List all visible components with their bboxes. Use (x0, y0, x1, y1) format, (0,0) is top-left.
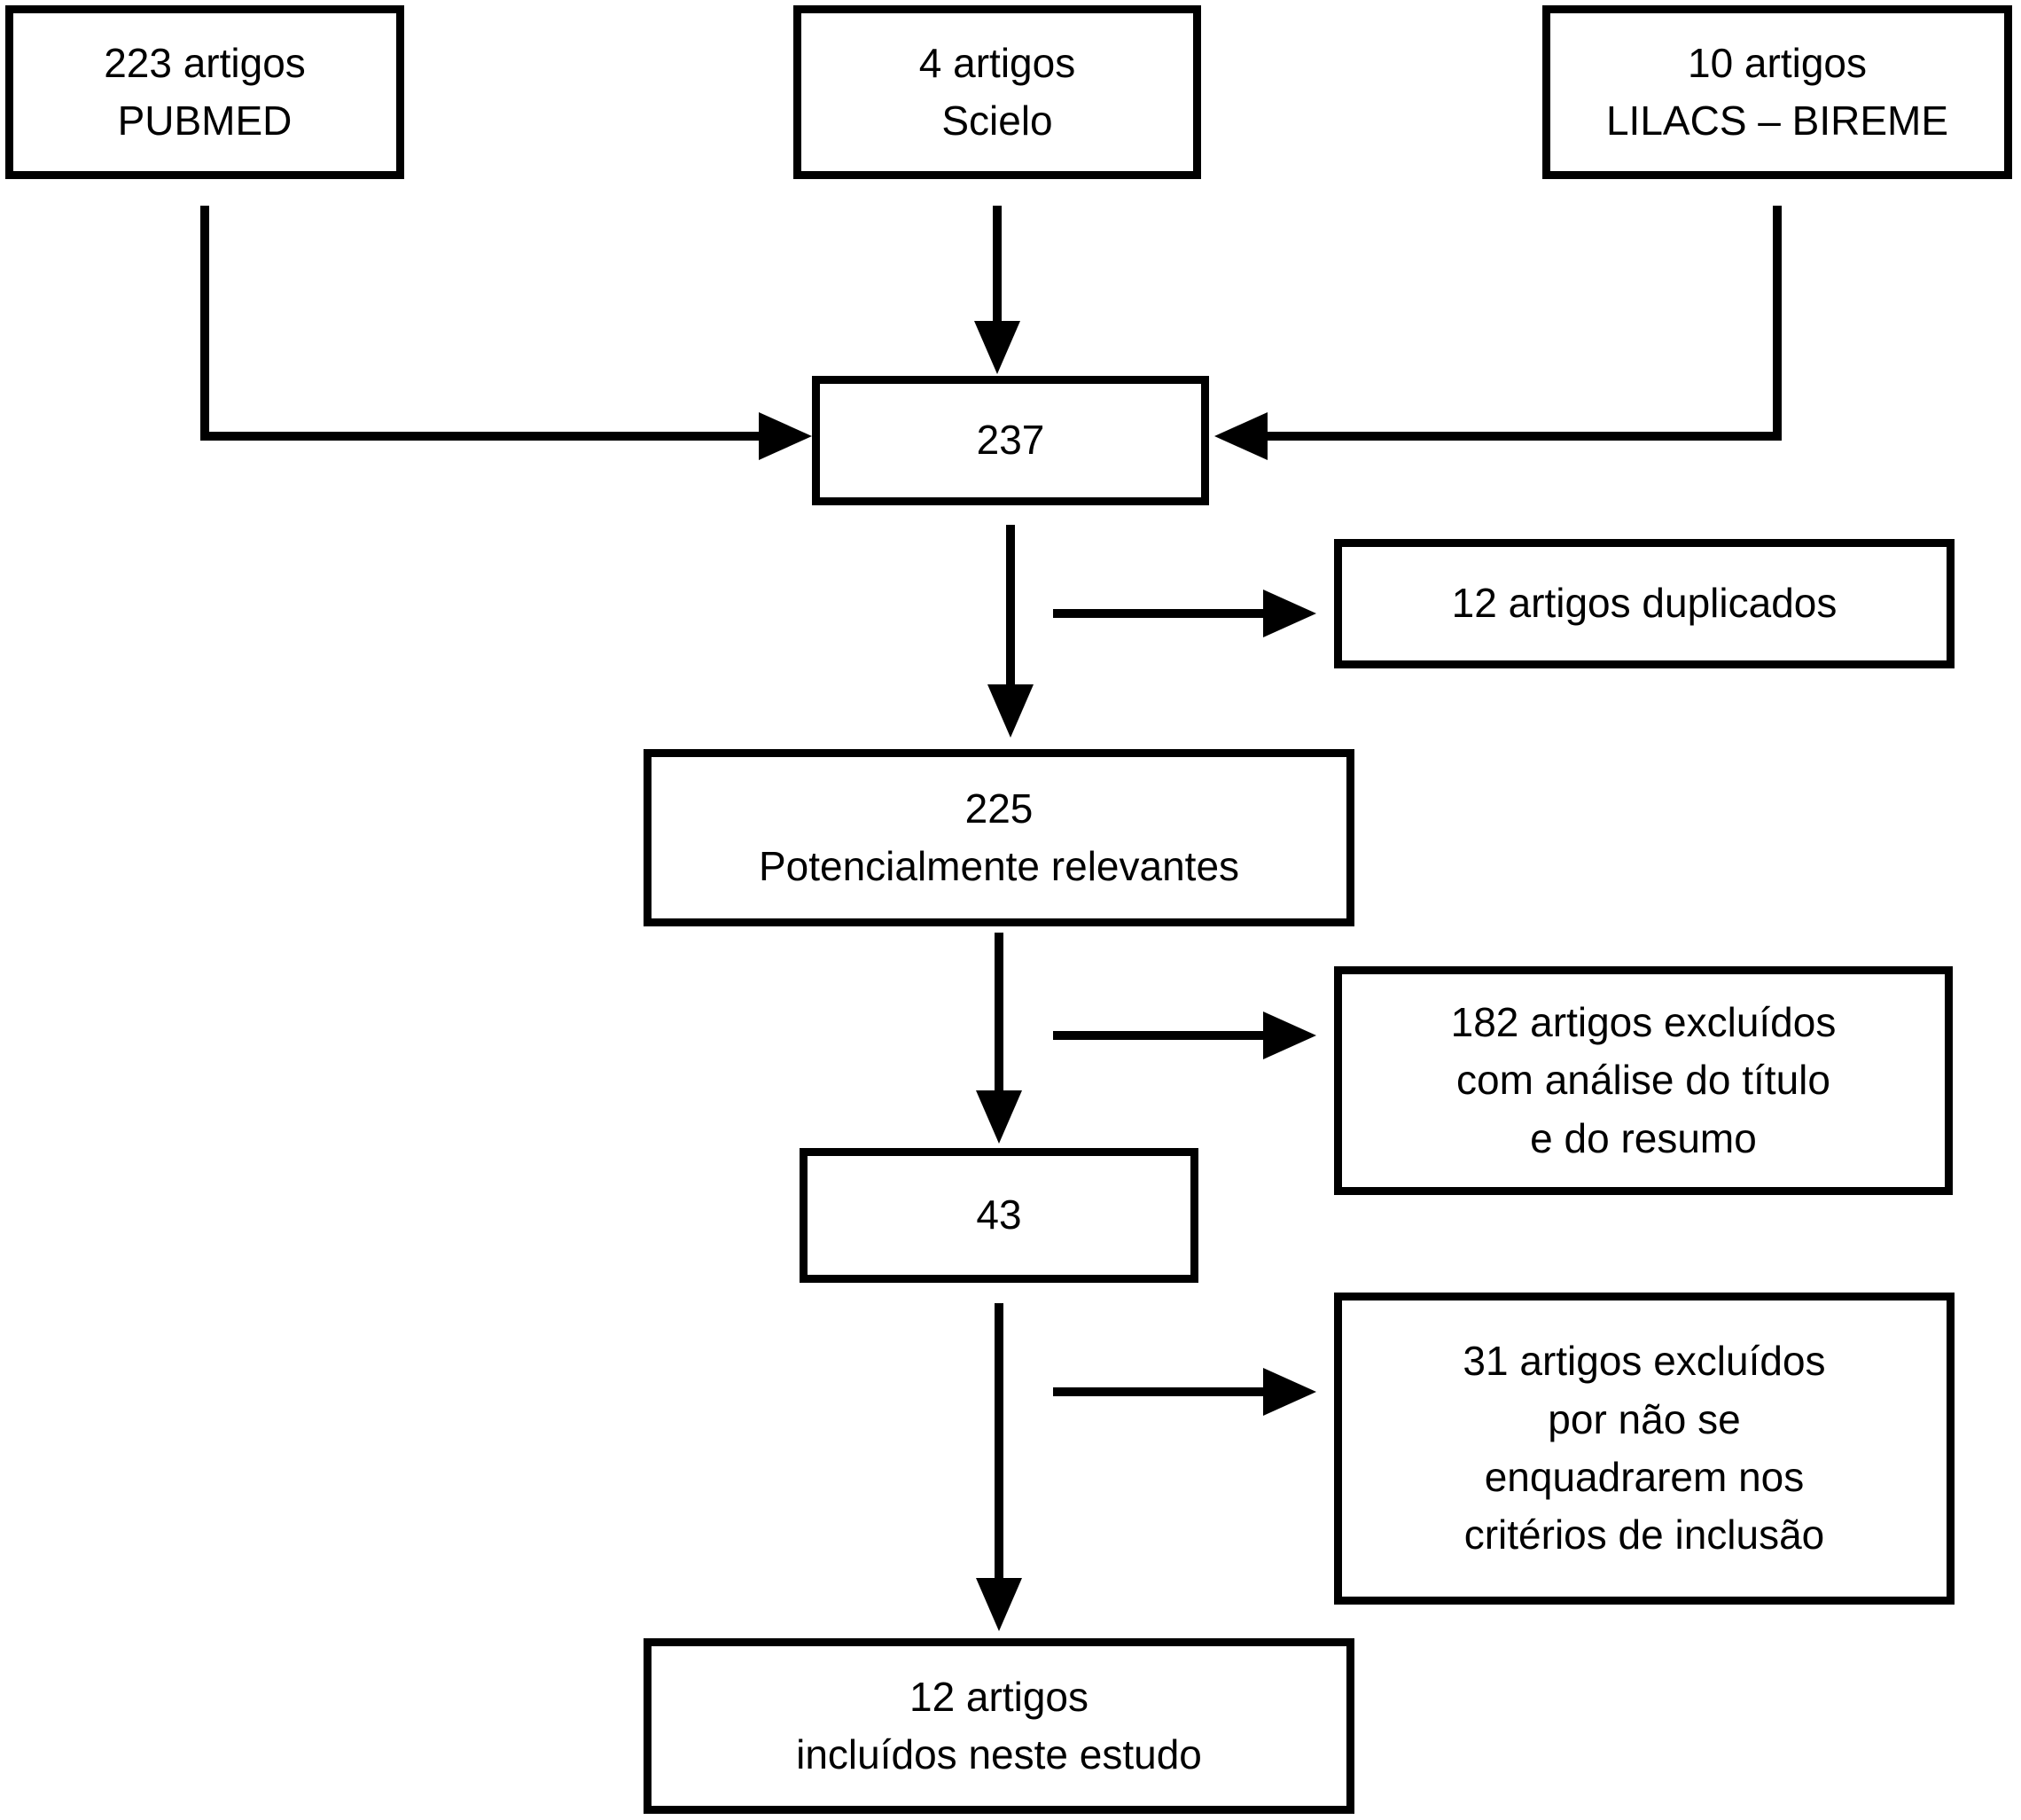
arrowhead-screened-to-excluded31-icon (1263, 1368, 1316, 1416)
arrowhead-relevant-to-screened-icon (976, 1090, 1022, 1144)
node-included: 12 artigos incluídos neste estudo (644, 1638, 1354, 1814)
arrowhead-total-to-relevant-icon (987, 684, 1034, 738)
arrowhead-relevant-to-excluded182-icon (1263, 1012, 1316, 1059)
arrow-lilacs-to-total-vertical (1773, 206, 1782, 441)
arrowhead-total-to-duplicates-icon (1263, 590, 1316, 637)
arrow-total-to-relevant-vertical (1006, 525, 1015, 686)
arrow-screened-to-included-vertical (995, 1303, 1003, 1580)
arrow-scielo-to-total-vertical (993, 206, 1002, 323)
node-excluded-title-abstract: 182 artigos excluídos com análise do tít… (1334, 966, 1953, 1195)
arrow-pubmed-to-total-horizontal (200, 432, 759, 441)
arrow-relevant-to-excluded182-horizontal (1053, 1031, 1263, 1040)
arrow-pubmed-to-total-vertical (200, 206, 209, 441)
node-total: 237 (812, 376, 1209, 505)
node-pubmed: 223 artigos PUBMED (5, 5, 404, 179)
node-relevant: 225 Potencialmente relevantes (644, 749, 1354, 926)
arrow-screened-to-excluded31-horizontal (1053, 1387, 1263, 1396)
arrowhead-scielo-to-total-icon (974, 321, 1020, 374)
arrow-total-to-duplicates-horizontal (1053, 609, 1263, 618)
node-excluded-criteria: 31 artigos excluídos por não se enquadra… (1334, 1293, 1955, 1605)
arrow-relevant-to-screened-vertical (995, 933, 1003, 1092)
arrowhead-lilacs-to-total-icon (1214, 412, 1268, 460)
node-duplicates: 12 artigos duplicados (1334, 539, 1955, 668)
arrow-lilacs-to-total-horizontal (1268, 432, 1782, 441)
arrowhead-pubmed-to-total-icon (759, 412, 812, 460)
node-after-screening: 43 (800, 1148, 1198, 1283)
node-scielo: 4 artigos Scielo (793, 5, 1201, 179)
node-lilacs-bireme: 10 artigos LILACS – BIREME (1542, 5, 2012, 179)
arrowhead-screened-to-included-icon (976, 1578, 1022, 1631)
